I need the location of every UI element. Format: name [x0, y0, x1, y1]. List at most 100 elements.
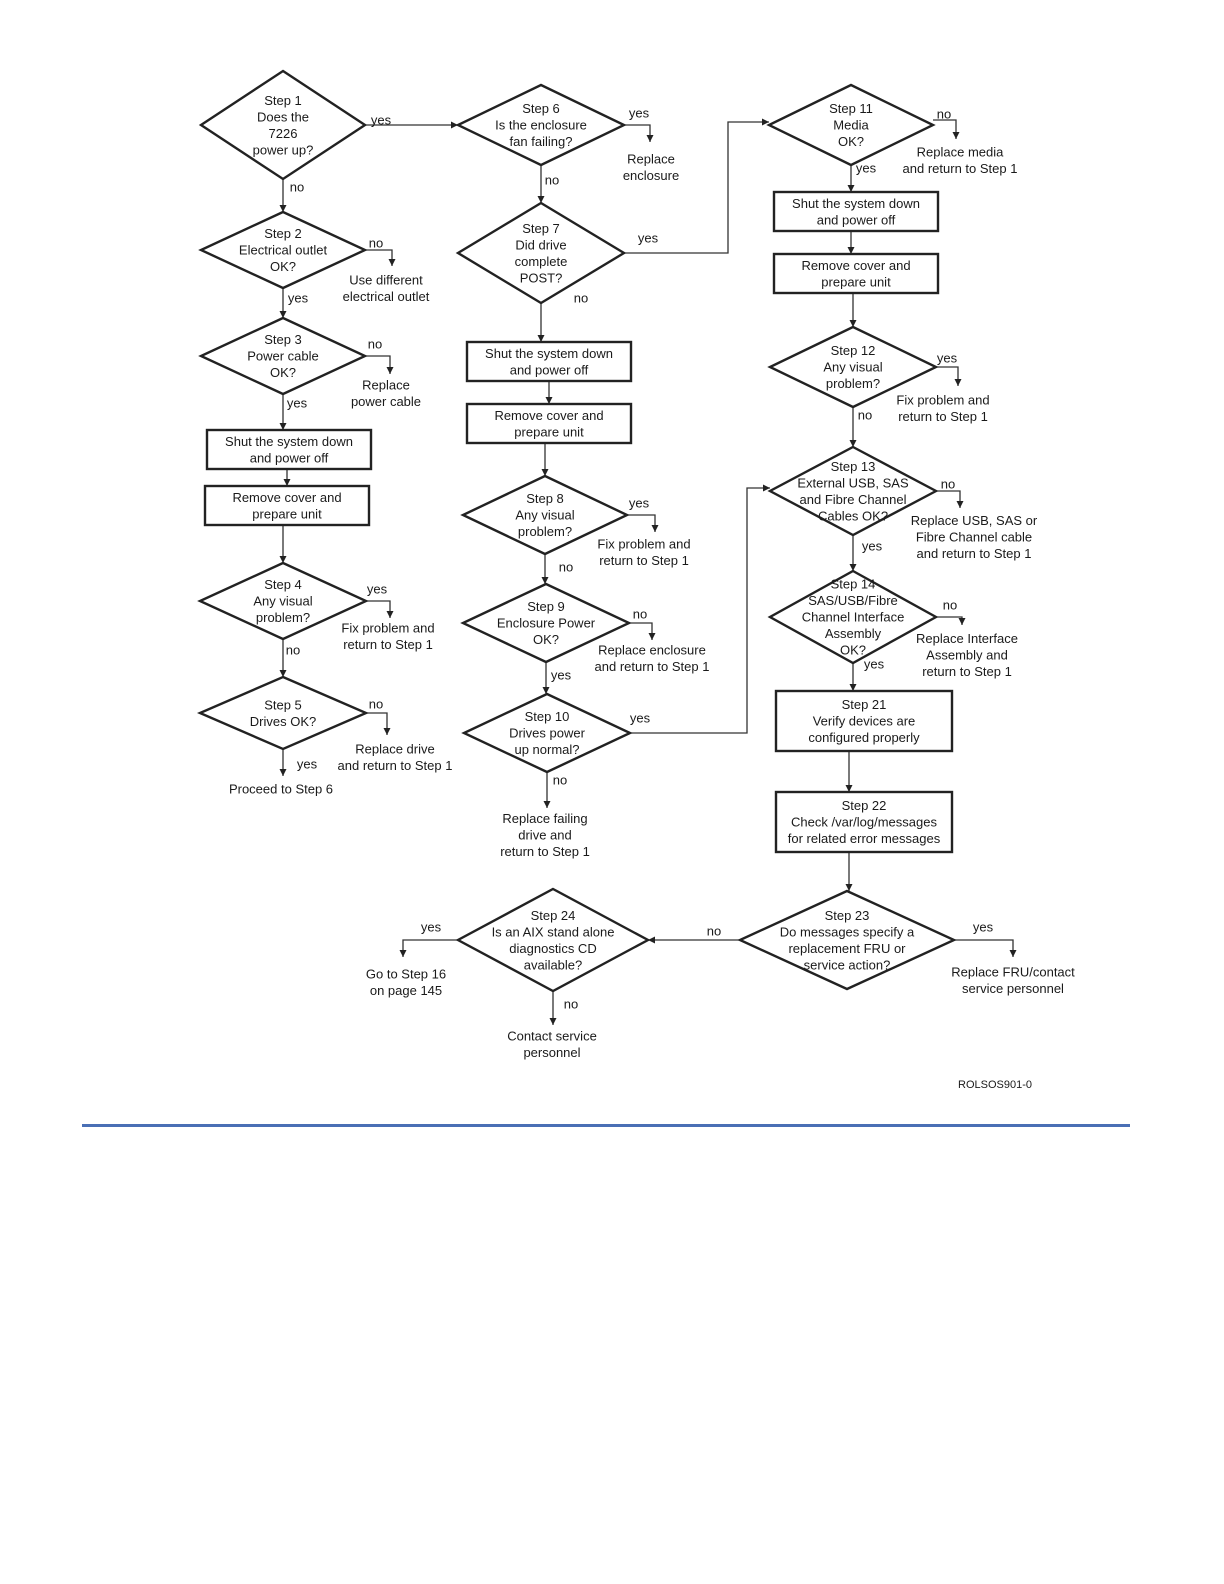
decision-s12	[767, 325, 939, 409]
process-shut1	[205, 428, 373, 471]
branch-label-l13n: no	[941, 477, 955, 492]
connector-c13-no	[936, 490, 964, 508]
process-rem1	[203, 484, 371, 527]
decision-s6	[455, 83, 627, 167]
process-shut3	[772, 190, 940, 233]
process-s22	[774, 790, 954, 854]
decision-s2	[198, 210, 368, 290]
branch-label-l8n: no	[559, 560, 573, 575]
decision-s9	[460, 582, 632, 664]
decision-s11	[766, 83, 936, 167]
decision-s13	[767, 445, 939, 537]
connector-c9-no	[629, 622, 656, 640]
connector-c24-yes	[399, 939, 458, 957]
process-s21	[774, 689, 954, 753]
branch-label-l6y: yes	[629, 106, 650, 121]
branch-label-l10y: yes	[630, 711, 651, 726]
connector-c23-yes	[954, 939, 1017, 957]
branch-label-l7n: no	[574, 291, 588, 306]
branch-label-l24n: no	[564, 997, 578, 1012]
connector-c6-yes	[624, 124, 654, 142]
decision-s5	[196, 675, 370, 751]
connector-c5-no	[366, 712, 391, 735]
figure-code: ROLSOS901-0	[958, 1079, 1032, 1091]
decision-s1	[198, 69, 368, 181]
process-rem3	[772, 252, 940, 295]
branch-label-l10n: no	[553, 773, 567, 788]
decision-s24	[455, 887, 651, 993]
shapes	[196, 69, 957, 993]
decision-s10	[461, 692, 633, 774]
connector-c14-no	[936, 616, 966, 625]
branch-label-l1n: no	[290, 180, 304, 195]
connector-c4-yes	[366, 600, 394, 618]
branch-label-l11y: yes	[856, 161, 877, 176]
connector-c10-yes	[630, 484, 770, 734]
decision-s14	[767, 569, 939, 665]
branch-label-l2y: yes	[288, 291, 309, 306]
connector-c12-yes	[936, 366, 962, 386]
page-divider	[82, 1124, 1130, 1127]
branch-label-l6n: no	[545, 173, 559, 188]
branch-label-l23y: yes	[973, 920, 994, 935]
branch-label-l2n: no	[369, 236, 383, 251]
outcome-o5y: Proceed to Step 6	[229, 782, 333, 797]
branch-label-l7y: yes	[638, 231, 659, 246]
branch-label-l11n: no	[937, 107, 951, 122]
process-rem2	[465, 402, 633, 445]
branch-label-l3y: yes	[287, 396, 308, 411]
branch-label-l14n: no	[943, 598, 957, 613]
branch-label-l5y: yes	[297, 757, 318, 772]
branch-label-l5n: no	[369, 697, 383, 712]
branch-label-l3n: no	[368, 337, 382, 352]
connectors	[279, 118, 1017, 1025]
connector-c11-no	[933, 119, 960, 139]
branch-label-l8y: yes	[629, 496, 650, 511]
branch-label-l12y: yes	[937, 351, 958, 366]
branch-label-l1y: yes	[371, 113, 392, 128]
connector-c3-no	[365, 355, 394, 374]
decision-s8	[460, 474, 630, 556]
connector-c8-yes	[627, 514, 659, 532]
branch-label-l24y: yes	[421, 920, 442, 935]
connector-c2-no	[365, 249, 396, 266]
